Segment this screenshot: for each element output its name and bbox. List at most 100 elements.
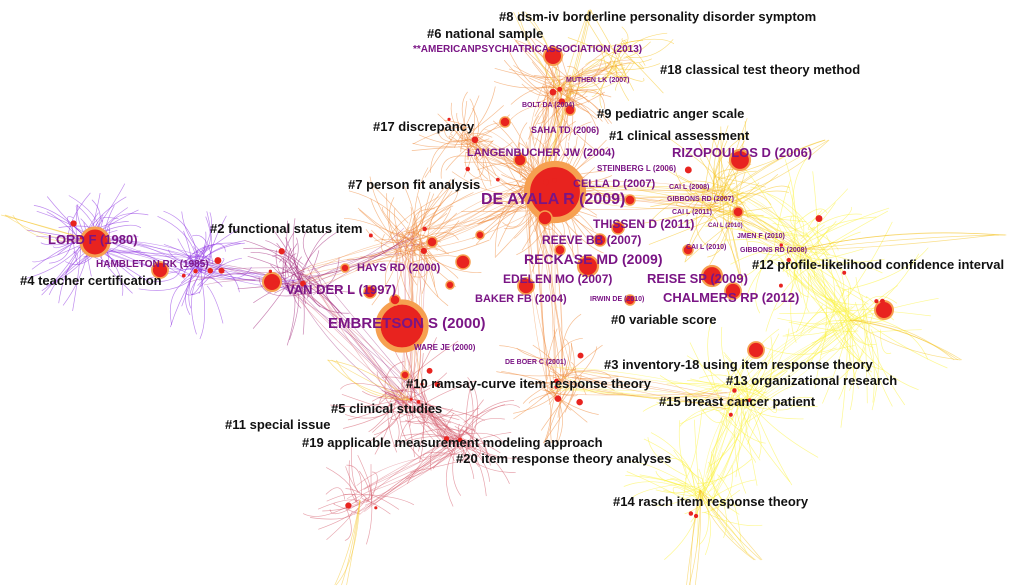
citation-link	[345, 466, 360, 494]
citation-link	[421, 353, 425, 416]
citation-link	[348, 190, 411, 236]
network-node	[552, 177, 558, 183]
citation-link	[180, 263, 193, 284]
citation-link	[729, 187, 805, 256]
citation-link	[372, 405, 415, 433]
network-node	[278, 248, 285, 255]
citation-link	[344, 494, 415, 506]
citation-link	[719, 139, 830, 201]
author-label: RIZOPOULOS D (2006)	[672, 145, 813, 160]
citation-link	[757, 376, 832, 411]
citation-link	[557, 374, 582, 385]
network-node	[732, 206, 744, 218]
citation-link	[743, 167, 796, 247]
citation-link	[317, 275, 350, 324]
citation-link	[701, 411, 747, 501]
citation-link	[550, 368, 577, 444]
citation-link	[799, 234, 995, 251]
citation-link	[348, 446, 475, 503]
citation-link	[851, 297, 939, 321]
citation-link	[204, 215, 227, 277]
citation-link	[562, 368, 747, 403]
citation-link	[822, 328, 849, 404]
citation-link	[450, 129, 455, 136]
citation-link	[5, 214, 91, 241]
citation-link	[567, 37, 619, 60]
citation-link	[187, 231, 207, 260]
citation-link	[650, 432, 701, 491]
citation-link	[730, 328, 842, 403]
citation-link	[404, 408, 462, 436]
citation-link	[12, 214, 91, 242]
citation-link	[423, 409, 469, 448]
citation-link	[554, 61, 633, 104]
citation-link	[792, 157, 807, 244]
citation-link	[401, 192, 474, 257]
citation-link	[390, 408, 416, 420]
citation-link	[412, 206, 423, 237]
citation-link	[403, 185, 416, 238]
citation-link	[360, 232, 419, 258]
citation-link	[466, 107, 479, 154]
citation-link	[408, 187, 538, 253]
network-node	[422, 226, 427, 232]
cluster-label-15: #15 breast cancer patient	[659, 394, 816, 409]
citation-link	[720, 211, 793, 264]
citation-link	[513, 382, 558, 420]
citation-link	[314, 286, 415, 414]
citation-link	[421, 392, 466, 454]
citation-link	[679, 408, 715, 427]
citation-link	[719, 139, 826, 201]
citation-link	[289, 280, 300, 341]
citation-link	[303, 242, 412, 283]
citation-link	[817, 241, 836, 313]
citation-link	[279, 258, 289, 277]
citation-link	[384, 361, 405, 401]
author-label: LORD F (1980)	[48, 232, 138, 247]
citation-link	[704, 400, 732, 478]
citation-link	[742, 223, 802, 251]
citation-link	[458, 399, 484, 435]
citation-link	[513, 377, 567, 414]
citation-link	[250, 251, 294, 277]
citation-link	[289, 291, 421, 398]
citation-link	[835, 284, 869, 305]
citation-link	[719, 412, 766, 444]
network-node	[554, 378, 560, 384]
citation-link	[301, 252, 412, 276]
cluster-label-14: #14 rasch item response theory	[613, 494, 809, 509]
citation-link	[40, 241, 84, 246]
citation-link	[346, 499, 361, 586]
citation-link	[543, 385, 578, 444]
cluster-label-8: #8 dsm-iv borderline personality disorde…	[499, 9, 817, 24]
citation-link	[621, 61, 635, 91]
author-label: EDELEN MO (2007)	[503, 272, 613, 286]
citation-link	[736, 306, 853, 387]
citation-link	[312, 267, 424, 400]
network-node	[558, 98, 566, 105]
citation-link	[327, 359, 411, 401]
citation-link	[448, 135, 468, 149]
network-node	[611, 221, 625, 235]
citation-link	[762, 345, 837, 355]
citation-link	[371, 229, 416, 243]
citation-link	[417, 419, 462, 450]
network-node	[815, 215, 823, 222]
citation-link	[724, 355, 748, 400]
network-node	[457, 437, 463, 443]
citation-link	[571, 376, 742, 405]
network-node	[682, 244, 694, 256]
citation-link	[304, 293, 400, 406]
citation-link	[725, 309, 837, 404]
citation-link	[291, 283, 404, 393]
citation-link	[714, 185, 809, 242]
citation-link	[429, 441, 451, 471]
citation-link	[706, 451, 724, 487]
citation-link	[299, 250, 409, 272]
citation-link	[457, 404, 506, 439]
citation-link	[671, 215, 718, 230]
citation-link	[807, 210, 823, 230]
citation-link	[799, 224, 825, 250]
citation-link	[196, 262, 240, 293]
